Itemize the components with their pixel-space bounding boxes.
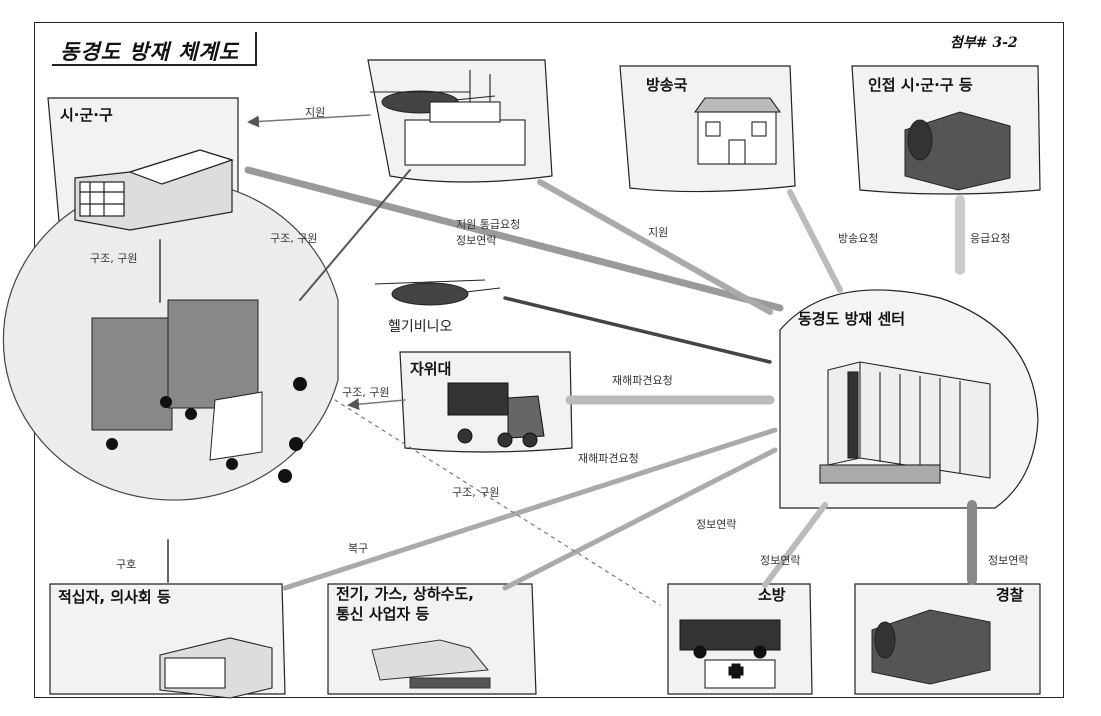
label-info-contact: 정보연락 (456, 234, 497, 247)
utility-vehicle-icon (371, 639, 491, 689)
node-label-sdf: 자위대 (410, 360, 452, 378)
node-label-utility: 전기, 가스, 상하수도, 통신 사업자 등 (336, 585, 474, 623)
center-building-icon (819, 361, 991, 484)
label-info-contact-police: 정보연락 (988, 554, 1029, 567)
arrow-support-center (537, 179, 773, 315)
pictograms (74, 70, 1011, 699)
node-label-redcross: 적십자, 의사회 등 (58, 588, 171, 606)
label-dispatch-request-2: 재해파견요청 (578, 452, 639, 465)
arrow-heli-center (503, 296, 772, 364)
truck-icon (447, 382, 545, 448)
arrow-site-utility-dashed (334, 399, 661, 606)
node-label-fire: 소방 (758, 586, 786, 604)
label-support: 지원 (305, 106, 326, 119)
label-broadcast-request: 방송요청 (838, 232, 879, 245)
label-dispatch-request-1: 재해파견요청 (612, 374, 673, 387)
police-building-icon (871, 609, 991, 685)
broadcast-house-icon (693, 97, 782, 165)
connectors (159, 114, 977, 606)
arrow-center-redcross (282, 427, 778, 591)
fire-truck-icon (679, 619, 781, 689)
label-restore: 복구 (348, 542, 369, 555)
arrow-sdf-site (347, 398, 406, 411)
node-label-adjacent: 인접 시·군·구 등 (868, 76, 973, 94)
label-rescue-relief-2: 구조, 구원 (90, 252, 138, 265)
adjacent-building-icon (904, 111, 1011, 191)
label-rescue-relief-3: 구조, 구원 (342, 386, 390, 399)
diagram-title: 동경도 방재 체계도 (60, 40, 240, 64)
office-building-icon (74, 149, 234, 231)
arrow-center-utility (502, 447, 778, 591)
node-label-sigungu: 시·군·구 (60, 106, 113, 124)
label-support-request: 지원 통급요청 (456, 218, 521, 231)
attachment-number: 첨부# 3-2 (950, 35, 1018, 51)
label-rescue-relief-4: 구조, 구원 (452, 486, 500, 499)
arrow-support-sigungu (247, 114, 371, 128)
arrow-center-fire (762, 502, 828, 588)
arrow-support-site (299, 169, 411, 301)
title-box (52, 32, 257, 66)
label-info-contact-2: 정보연락 (696, 518, 737, 531)
label-support-center: 지원 (648, 226, 669, 239)
label-rescue-relief-1: 구조, 구원 (270, 232, 318, 245)
support-facility-icon (404, 70, 526, 166)
label-emergency-request: 응급요청 (970, 232, 1011, 245)
label-relief: 구호 (116, 558, 137, 571)
node-label-helicopter: 헬기비니오 (388, 319, 453, 335)
arrow-sigungu-center (244, 166, 784, 312)
node-label-center: 동경도 방재 센터 (798, 310, 906, 328)
label-info-contact-fire: 정보연락 (760, 554, 801, 567)
node-label-broadcast: 방송국 (646, 76, 688, 94)
disaster-site-buildings-icon (91, 299, 263, 461)
people-figures-icon (106, 377, 307, 483)
node-label-police: 경찰 (996, 586, 1024, 604)
redcross-building-icon (159, 637, 273, 699)
arrow-broadcast-center (787, 189, 843, 293)
